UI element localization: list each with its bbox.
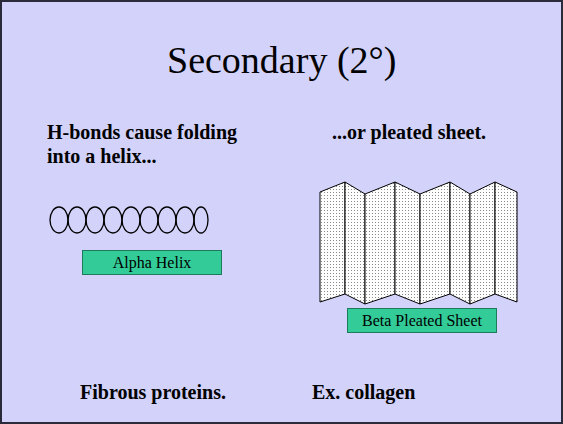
label-box: Alpha Helix [82,250,222,275]
slide-title: Secondary (2°) [167,38,396,82]
text-label: H-bonds cause folding into a helix... [47,120,252,168]
text-label: ...or pleated sheet. [332,120,486,144]
pleated-sheet-drawing [320,182,517,304]
label-box: Beta Pleated Sheet [347,308,497,333]
text-label: Ex. collagen [312,380,415,404]
alpha-helix-drawing [50,207,208,233]
box-text: Alpha Helix [113,254,192,272]
box-text: Beta Pleated Sheet [362,312,482,330]
text-label: Fibrous proteins. [80,380,226,404]
